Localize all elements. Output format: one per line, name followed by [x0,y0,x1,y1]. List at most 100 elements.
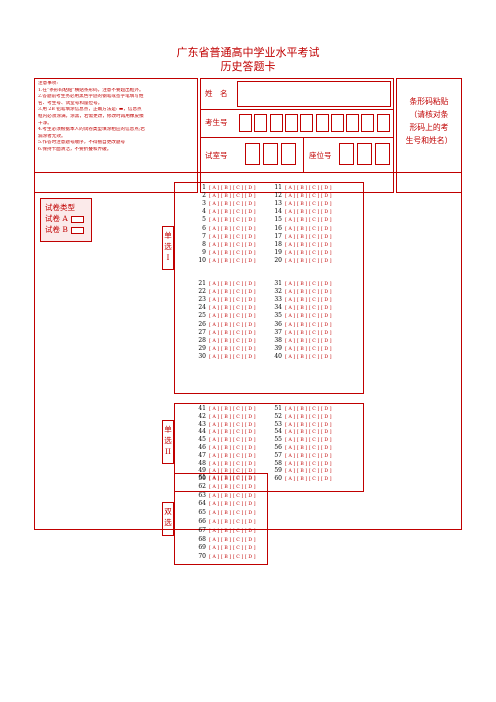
answer-options[interactable]: [ A ] [ B ] [ C ] [ D ] [209,242,256,248]
answer-options[interactable]: [ A ] [ B ] [ C ] [ D ] [209,469,256,475]
answer-options[interactable]: [ A ] [ B ] [ C ] [ D ] [209,322,256,328]
answer-options[interactable]: [ A ] [ B ] [ C ] [ D ] [209,477,256,483]
answer-options[interactable]: [ A ] [ B ] [ C ] [ D ] [285,186,332,191]
answer-options[interactable]: [ A ] [ B ] [ C ] [ D ] [209,438,256,444]
answer-options[interactable]: [ A ] [ B ] [ C ] [ D ] [209,520,256,525]
answer-options[interactable]: [ A ] [ B ] [ C ] [ D ] [285,234,332,240]
exam-no-digit-box[interactable] [376,114,390,132]
seat-digit-box[interactable] [357,143,372,165]
answer-options[interactable]: [ A ] [ B ] [ C ] [ D ] [285,202,332,208]
answer-options[interactable]: [ A ] [ B ] [ C ] [ D ] [209,555,256,561]
answer-options[interactable]: [ A ] [ B ] [ C ] [ D ] [209,453,256,459]
answer-options[interactable]: [ A ] [ B ] [ C ] [ D ] [209,493,256,499]
answer-options[interactable]: [ A ] [ B ] [ C ] [ D ] [209,282,256,287]
answer-options[interactable]: [ A ] [ B ] [ C ] [ D ] [285,330,332,336]
answer-options[interactable]: [ A ] [ B ] [ C ] [ D ] [285,438,332,444]
answer-options[interactable]: [ A ] [ B ] [ C ] [ D ] [209,226,256,232]
answer-options[interactable]: [ A ] [ B ] [ C ] [ D ] [285,422,332,428]
exam-no-digit-box[interactable] [269,114,283,132]
answer-options[interactable]: [ A ] [ B ] [ C ] [ D ] [209,258,256,264]
question-row: 59[ A ] [ B ] [ C ] [ D ] [272,467,332,475]
exam-no-digit-box[interactable] [239,114,252,132]
answer-options[interactable]: [ A ] [ B ] [ C ] [ D ] [209,484,256,490]
answer-options[interactable]: [ A ] [ B ] [ C ] [ D ] [285,407,332,412]
answer-options[interactable]: [ A ] [ B ] [ C ] [ D ] [285,218,332,224]
answer-options[interactable]: [ A ] [ B ] [ C ] [ D ] [285,477,332,483]
answer-options[interactable]: [ A ] [ B ] [ C ] [ D ] [209,186,256,191]
exam-no-digit-box[interactable] [346,114,360,132]
answer-options[interactable]: [ A ] [ B ] [ C ] [ D ] [209,298,256,304]
exam-no-digit-box[interactable] [300,114,314,132]
answer-options[interactable]: [ A ] [ B ] [ C ] [ D ] [285,469,332,475]
answer-options[interactable]: [ A ] [ B ] [ C ] [ D ] [285,354,332,360]
answer-options[interactable]: [ A ] [ B ] [ C ] [ D ] [209,306,256,312]
seat-digit-box[interactable] [375,143,390,165]
name-field[interactable] [237,81,391,107]
answer-options[interactable]: [ A ] [ B ] [ C ] [ D ] [209,346,256,352]
answer-options[interactable]: [ A ] [ B ] [ C ] [ D ] [285,453,332,459]
answer-options[interactable]: [ A ] [ B ] [ C ] [ D ] [209,202,256,208]
answer-options[interactable]: [ A ] [ B ] [ C ] [ D ] [209,218,256,224]
question-row: 27[ A ] [ B ] [ C ] [ D ] [196,329,256,337]
answer-options[interactable]: [ A ] [ B ] [ C ] [ D ] [209,476,256,481]
answer-options[interactable]: [ A ] [ B ] [ C ] [ D ] [285,298,332,304]
answer-options[interactable]: [ A ] [ B ] [ C ] [ D ] [209,338,256,344]
question-number: 60 [274,475,282,483]
question-number: 55 [274,436,282,444]
answer-options[interactable]: [ A ] [ B ] [ C ] [ D ] [285,314,332,320]
question-row: 64[ A ] [ B ] [ C ] [ D ] [196,500,256,508]
answer-options[interactable]: [ A ] [ B ] [ C ] [ D ] [209,528,256,534]
bubble[interactable] [70,226,84,234]
room-digit-box[interactable] [281,143,296,165]
answer-options[interactable]: [ A ] [ B ] [ C ] [ D ] [285,430,332,436]
answer-options[interactable]: [ A ] [ B ] [ C ] [ D ] [209,354,256,360]
room-digit-box[interactable] [245,143,260,165]
answer-options[interactable]: [ A ] [ B ] [ C ] [ D ] [285,210,332,216]
bubble[interactable] [70,215,84,223]
answer-options[interactable]: [ A ] [ B ] [ C ] [ D ] [285,338,332,344]
answer-options[interactable]: [ A ] [ B ] [ C ] [ D ] [209,194,256,200]
answer-options[interactable]: [ A ] [ B ] [ C ] [ D ] [209,407,256,412]
answer-options[interactable]: [ A ] [ B ] [ C ] [ D ] [285,461,332,467]
answer-options[interactable]: [ A ] [ B ] [ C ] [ D ] [285,306,332,312]
paper-option-b[interactable]: 试卷 B [41,224,91,235]
answer-options[interactable]: [ A ] [ B ] [ C ] [ D ] [285,414,332,420]
room-digit-box[interactable] [263,143,278,165]
answer-options[interactable]: [ A ] [ B ] [ C ] [ D ] [209,461,256,467]
answer-options[interactable]: [ A ] [ B ] [ C ] [ D ] [209,250,256,256]
answer-options[interactable]: [ A ] [ B ] [ C ] [ D ] [209,290,256,296]
answer-options[interactable]: [ A ] [ B ] [ C ] [ D ] [209,414,256,420]
answer-options[interactable]: [ A ] [ B ] [ C ] [ D ] [209,330,256,336]
question-number: 9 [202,248,206,256]
answer-options[interactable]: [ A ] [ B ] [ C ] [ D ] [209,502,256,508]
answer-options[interactable]: [ A ] [ B ] [ C ] [ D ] [285,258,332,264]
answer-options[interactable]: [ A ] [ B ] [ C ] [ D ] [285,282,332,287]
paper-option-a[interactable]: 试卷 A [41,213,91,224]
answer-options[interactable]: [ A ] [ B ] [ C ] [ D ] [285,346,332,352]
answer-options[interactable]: [ A ] [ B ] [ C ] [ D ] [209,430,256,436]
answer-options[interactable]: [ A ] [ B ] [ C ] [ D ] [285,226,332,232]
exam-no-digit-box[interactable] [361,114,375,132]
exam-no-digit-box[interactable] [254,114,268,132]
answer-options[interactable]: [ A ] [ B ] [ C ] [ D ] [285,250,332,256]
exam-no-digit-box[interactable] [330,114,344,132]
answer-options[interactable]: [ A ] [ B ] [ C ] [ D ] [209,314,256,320]
answer-options[interactable]: [ A ] [ B ] [ C ] [ D ] [209,537,256,543]
answer-options[interactable]: [ A ] [ B ] [ C ] [ D ] [209,546,256,552]
exam-no-digit-box[interactable] [315,114,329,132]
answer-options[interactable]: [ A ] [ B ] [ C ] [ D ] [285,242,332,248]
answer-options[interactable]: [ A ] [ B ] [ C ] [ D ] [285,194,332,200]
question-row: 32[ A ] [ B ] [ C ] [ D ] [272,288,332,296]
answer-options[interactable]: [ A ] [ B ] [ C ] [ D ] [209,210,256,216]
answer-options[interactable]: [ A ] [ B ] [ C ] [ D ] [209,234,256,240]
answer-options[interactable]: [ A ] [ B ] [ C ] [ D ] [285,290,332,296]
answer-options[interactable]: [ A ] [ B ] [ C ] [ D ] [285,446,332,451]
exam-no-digit-box[interactable] [284,114,298,132]
question-row: 52[ A ] [ B ] [ C ] [ D ] [272,413,332,421]
answer-options[interactable]: [ A ] [ B ] [ C ] [ D ] [209,446,256,451]
answer-options[interactable]: [ A ] [ B ] [ C ] [ D ] [209,511,256,517]
answer-options[interactable]: [ A ] [ B ] [ C ] [ D ] [285,322,332,328]
question-number: 68 [198,535,206,543]
seat-digit-box[interactable] [339,143,354,165]
answer-options[interactable]: [ A ] [ B ] [ C ] [ D ] [209,422,256,428]
